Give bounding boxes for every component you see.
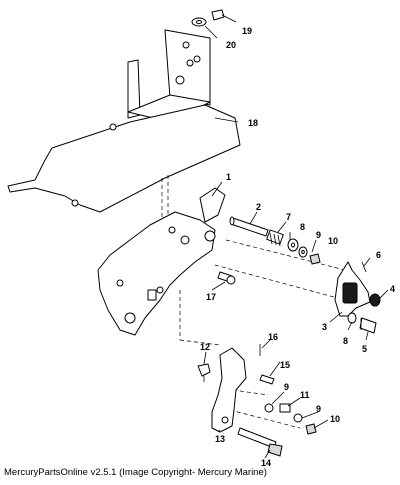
part-13-arm	[211, 347, 247, 433]
leader-lines	[203, 25, 389, 459]
alignment-lines	[161, 175, 346, 429]
callout-6: 6	[376, 250, 381, 260]
part-4-cap	[369, 293, 381, 307]
part-5-bolt	[359, 317, 377, 334]
part-12-clip	[197, 363, 211, 382]
callout-11: 11	[300, 390, 310, 400]
callout-7: 7	[286, 212, 291, 222]
callout-4: 4	[390, 284, 395, 294]
callout-13: 13	[215, 434, 225, 444]
callout-3: 3	[322, 322, 327, 332]
part-2-pin	[229, 216, 269, 237]
callout-19: 19	[242, 26, 252, 36]
callout-15: 15	[280, 360, 290, 370]
part-9-washer-lower-2	[293, 413, 303, 423]
callouts: 1 2 3 4 5 6 7 8 8 9 9 9 10 10 11 12 13 1…	[200, 26, 395, 468]
callout-16: 16	[268, 332, 278, 342]
part-8-washer	[287, 238, 299, 252]
callout-9: 9	[316, 230, 321, 240]
callout-17: 17	[206, 292, 216, 302]
part-1-linkage	[97, 187, 226, 336]
callout-10: 10	[328, 236, 338, 246]
part-11-spring	[279, 403, 291, 413]
part-9-washer-lower	[264, 403, 274, 413]
part-6-pin	[361, 261, 367, 273]
callout-12: 12	[200, 342, 210, 352]
callout-2: 2	[256, 202, 261, 212]
image-copyright-caption: MercuryPartsOnline v2.5.1 (Image Copyrig…	[4, 467, 267, 478]
part-18-bracket	[127, 29, 211, 123]
callout-9-lower-2: 9	[316, 404, 321, 414]
callout-1: 1	[226, 172, 231, 182]
callout-8: 8	[300, 222, 305, 232]
part-3-latch	[334, 261, 371, 317]
callout-10-lower: 10	[330, 414, 340, 424]
part-18-plate	[7, 104, 241, 213]
part-10-nut	[309, 253, 321, 265]
part-10-nut-lower	[305, 423, 317, 435]
part-9-washer	[298, 246, 308, 258]
part-7-spring	[266, 229, 284, 247]
part-8-washer-lower	[347, 312, 357, 324]
part-17-screw	[217, 271, 236, 285]
callout-5: 5	[362, 344, 367, 354]
callout-8-lower: 8	[343, 336, 348, 346]
part-15-pin	[259, 374, 275, 385]
part-19-bolt	[211, 9, 237, 23]
callout-9-lower: 9	[284, 382, 289, 392]
callout-20: 20	[226, 40, 236, 50]
part-14-bolt	[237, 427, 283, 457]
part-20-washer	[191, 17, 207, 27]
callout-14: 14	[261, 458, 271, 468]
callout-18: 18	[248, 118, 258, 128]
